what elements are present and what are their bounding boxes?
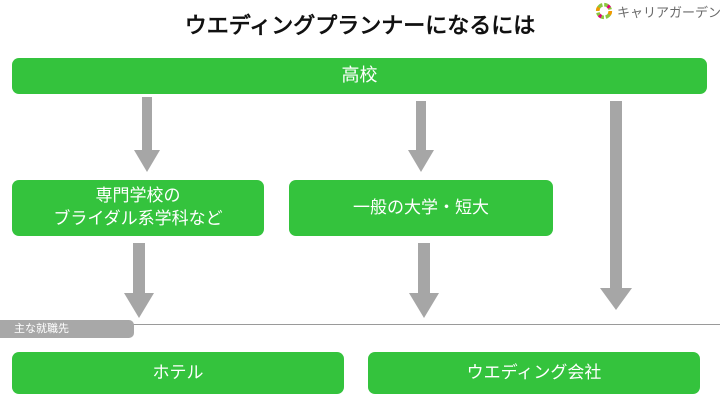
arrow-vocational-to-hotel (124, 243, 154, 318)
vocational-label-line1: 専門学校の (95, 186, 181, 207)
page-title: ウエディングプランナーになるには (184, 14, 536, 39)
wedding-company-box: ウエディング会社 (368, 352, 700, 394)
high-school-label: 高校 (341, 64, 378, 86)
arrow-highschool-direct (600, 101, 632, 310)
arrow-highschool-to-university (408, 101, 434, 172)
vocational-school-box: 専門学校の ブライダル系学科など (12, 180, 264, 236)
vocational-label-line2: ブライダル系学科など (53, 209, 223, 229)
hotel-label: ホテル (152, 362, 204, 383)
logo-icon (595, 2, 613, 20)
employment-divider (0, 324, 720, 325)
university-label: 一般の大学・短大 (353, 197, 489, 218)
university-box: 一般の大学・短大 (289, 180, 553, 236)
employment-tag: 主な就職先 (0, 320, 134, 338)
arrow-university-to-wedding-company (409, 243, 439, 318)
wedding-company-label: ウエディング会社 (466, 362, 602, 383)
logo-text: キャリアガーデン (617, 5, 720, 21)
arrow-highschool-to-vocational (134, 97, 160, 172)
high-school-box: 高校 (12, 58, 707, 94)
career-garden-logo: キャリアガーデン (595, 0, 720, 22)
hotel-box: ホテル (12, 352, 344, 394)
